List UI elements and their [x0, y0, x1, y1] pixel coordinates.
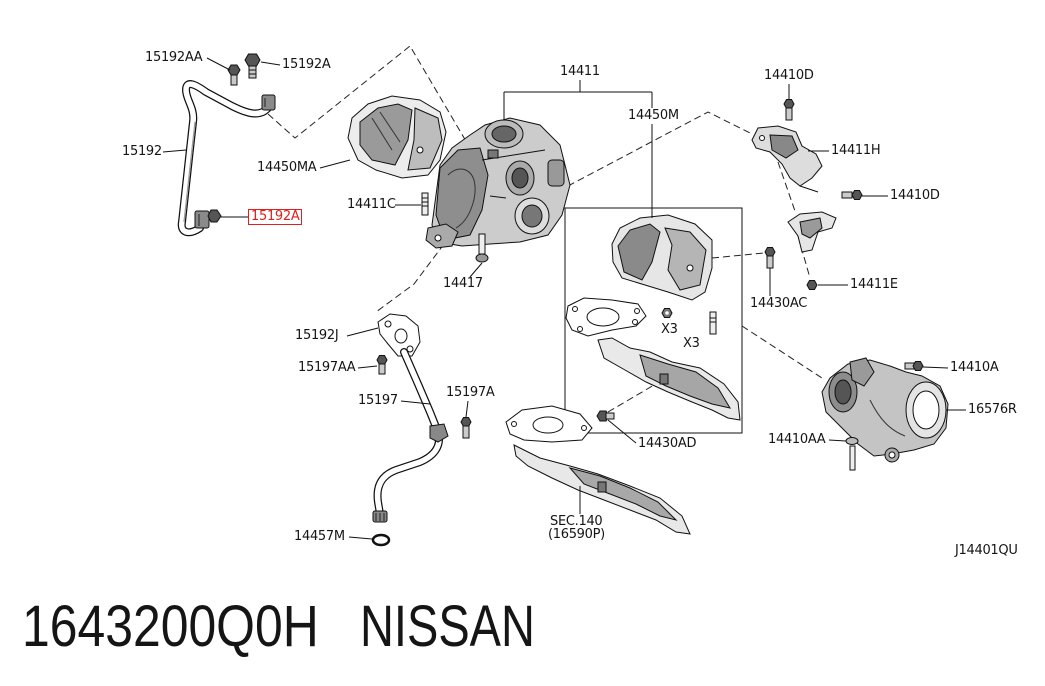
- stud-14417: [475, 233, 489, 263]
- callout-14430ad[interactable]: 14430AD: [638, 436, 697, 451]
- stud-14411c: [421, 192, 429, 216]
- callout-14417[interactable]: 14417: [443, 276, 483, 291]
- callout-14457m[interactable]: 14457M: [294, 529, 345, 544]
- bolt-14430ac: [764, 247, 776, 269]
- bolt-14410d-lower: [841, 190, 863, 200]
- callout-14411[interactable]: 14411: [560, 64, 600, 79]
- bolt-14410d-upper: [783, 99, 795, 121]
- bolt-15192a-top: [244, 53, 261, 79]
- bolt-14430ad: [596, 410, 615, 422]
- callout-15197[interactable]: 15197: [358, 393, 398, 408]
- bracket-14411e: [787, 211, 837, 253]
- callout-14411e[interactable]: 14411E: [850, 277, 898, 292]
- bolt-14410a: [904, 361, 924, 371]
- turbine-heat-shield: [611, 214, 713, 301]
- bolt-15197a: [460, 417, 472, 439]
- turbine-gasket: [565, 297, 647, 337]
- callout-16576r[interactable]: 16576R: [968, 402, 1017, 417]
- compressor-outlet-16576r: [821, 357, 949, 463]
- leader-lines: [162, 57, 966, 540]
- oil-feed-banjo-fitting: [194, 209, 222, 229]
- callout-14410aa[interactable]: 14410AA: [768, 432, 826, 447]
- quantity-label-nut: X3: [661, 322, 678, 337]
- exhaust-heat-shield-sec140: [513, 444, 691, 535]
- bolt-15197aa: [376, 355, 388, 375]
- callout-15192a-highlighted[interactable]: 15192A: [248, 209, 303, 225]
- callout-15192a-top[interactable]: 15192A: [282, 57, 331, 72]
- callout-14410d-lower[interactable]: 14410D: [890, 188, 940, 203]
- callout-15192j[interactable]: 15192J: [295, 328, 339, 343]
- part-number: 1643200Q0H: [22, 594, 319, 659]
- oil-feed-tube: [177, 80, 272, 237]
- exhaust-gasket-sec140: [505, 405, 593, 443]
- callout-14411h[interactable]: 14411H: [831, 143, 881, 158]
- callout-15197aa[interactable]: 15197AA: [298, 360, 356, 375]
- callout-15192aa[interactable]: 15192AA: [145, 50, 203, 65]
- washer-stud-14410aa: [845, 437, 859, 471]
- callout-15197a[interactable]: 15197A: [446, 385, 495, 400]
- callout-section-ref[interactable]: SEC.140: [550, 514, 603, 529]
- oil-feed-top-fitting: [261, 94, 276, 111]
- diagram-code: J14401QU: [955, 543, 1018, 558]
- oil-return-gasket-15192j: [377, 313, 421, 357]
- bolt-14411e: [806, 280, 818, 290]
- exhaust-heat-shield: [597, 337, 741, 421]
- callout-14410d-upper[interactable]: 14410D: [764, 68, 814, 83]
- dashed-assembly-lines: [267, 45, 823, 413]
- brand-name: NISSAN: [360, 594, 535, 659]
- bolt-15192aa: [227, 64, 241, 86]
- callout-15192[interactable]: 15192: [122, 144, 162, 159]
- clamp-14457m: [371, 533, 391, 547]
- turbocharger: [425, 117, 571, 249]
- turbo-heat-shield-upper: [347, 95, 447, 179]
- callout-14430ac[interactable]: 14430AC: [750, 296, 807, 311]
- oil-return-tube: [372, 348, 449, 523]
- nut-x3: [661, 308, 673, 318]
- callout-14450m[interactable]: 14450M: [628, 108, 679, 123]
- bracket-14411h: [751, 125, 823, 193]
- callout-14410a[interactable]: 14410A: [950, 360, 999, 375]
- callout-14411c[interactable]: 14411C: [347, 197, 396, 212]
- subassembly-box: [564, 207, 743, 434]
- callout-section-part[interactable]: (16590P): [548, 527, 605, 542]
- callout-14450ma[interactable]: 14450MA: [257, 160, 317, 175]
- quantity-label-stud: X3: [683, 336, 700, 351]
- stud-x3: [709, 311, 717, 335]
